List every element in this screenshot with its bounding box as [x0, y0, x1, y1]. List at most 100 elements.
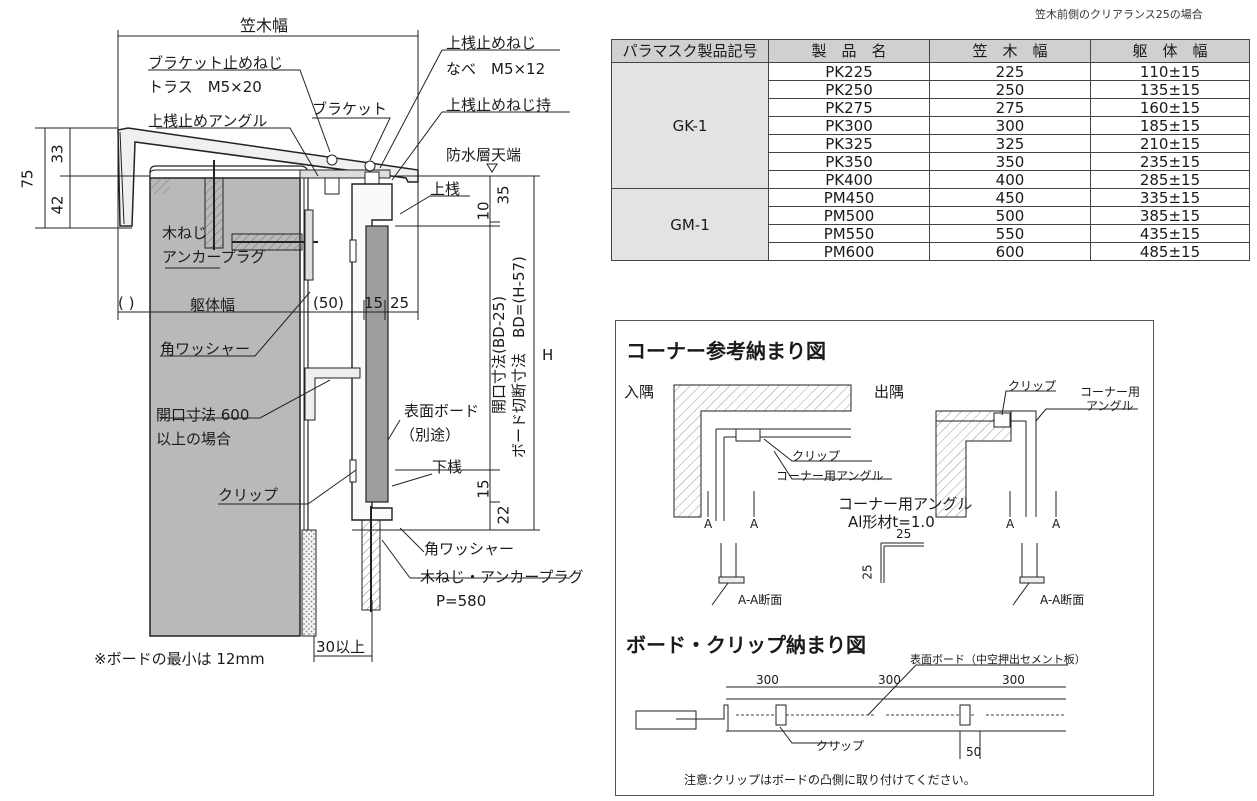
body-width-label: 躯体幅 [190, 296, 236, 314]
cell: 225 [929, 62, 1091, 81]
table-row: PK325 325 210±15 [612, 134, 1250, 153]
dim-10: 10 [474, 201, 493, 221]
table-row: PK400 400 285±15 [612, 170, 1250, 189]
surface-board-cement-label: 表面ボード（中空押出セメント板） [910, 653, 1086, 666]
dim-15-lower: 15 [474, 479, 493, 499]
th-body-width: 躯 体 幅 [1090, 39, 1250, 63]
dim-33: 33 [48, 144, 67, 164]
top-rail-screw-label: 上桟止めねじ [446, 34, 537, 52]
inside-corner-label: 入隅 [624, 383, 655, 401]
cell: 435±15 [1090, 224, 1250, 243]
lower-rail-label: 下桟 [432, 458, 463, 476]
dim-300-b: 300 [878, 673, 901, 687]
top-rail-angle-label: 上桟止めアングル [148, 112, 268, 130]
spec-table: パラマスク製品記号 製 品 名 笠 木 幅 躯 体 幅 GK-1 PK225 2… [611, 39, 1250, 261]
cell: 550 [929, 224, 1091, 243]
cell: 135±15 [1090, 80, 1250, 99]
opening-600-line2: 以上の場合 [156, 430, 232, 448]
cell: PK275 [768, 98, 930, 117]
dim-50-label: 50 [966, 745, 982, 759]
board-cut-dim-label: ボード切断寸法 BD=(H-57) [510, 256, 528, 458]
cell: 235±15 [1090, 152, 1250, 171]
surface-board-label: 表面ボード [404, 402, 480, 420]
anchor-plug-label: アンカープラグ [162, 248, 266, 266]
surface-board [365, 225, 389, 503]
section-drawing [35, 30, 570, 662]
cell: 500 [929, 206, 1091, 225]
corner-angle-label: コーナー用アングル [776, 469, 884, 483]
square-washer2-label: 角ワッシャー [424, 540, 515, 558]
cell: PK325 [768, 134, 930, 153]
angle-width-25: 25 [896, 527, 912, 541]
cell: 325 [929, 134, 1091, 153]
dim-50: (50) [313, 294, 344, 312]
nabe-spec-label: なべ M5×12 [446, 60, 546, 78]
cell: 485±15 [1090, 242, 1250, 261]
table-row: GM-1 PM450 450 335±15 [611, 188, 1250, 261]
th-kasagi-width: 笠 木 幅 [929, 39, 1091, 63]
dim-H: H [542, 346, 554, 364]
kasagi-width-label: 笠木幅 [240, 16, 289, 35]
board-clip-title: ボード・クリップ納まり図 [626, 633, 866, 657]
group-code: GK-1 [611, 62, 769, 189]
top-rail-screw-holder-label: 上桟止めねじ持 [446, 96, 552, 114]
outside-corner-label: 出隅 [874, 383, 905, 401]
waterproof-top-label: 防水層天端 [446, 146, 522, 164]
board-clip-label: クリップ [816, 739, 865, 753]
cell: PM450 [768, 188, 930, 207]
cell: 450 [929, 188, 1091, 207]
corner-clip-right-label: クリップ [1008, 379, 1057, 393]
cell: PK225 [768, 62, 930, 81]
min-board-note: ※ボードの最小は 12mm [94, 650, 265, 668]
separate-label: （別途） [400, 426, 461, 444]
bracket-screw-label: ブラケット止めねじ [148, 54, 284, 72]
truss-spec-label: トラス M5×20 [148, 78, 262, 96]
clip-label: クリップ [218, 486, 279, 504]
cell: 350 [929, 152, 1091, 171]
th-product-name: 製 品 名 [768, 39, 930, 63]
cell: PM600 [768, 242, 930, 261]
cell: 110±15 [1090, 62, 1250, 81]
table-row: PK350 350 235±15 [612, 152, 1250, 171]
table-row: PK250 250 135±15 [612, 80, 1250, 99]
top-rail-label: 上桟 [430, 180, 461, 198]
coping-cap [117, 127, 419, 227]
cell: PK250 [768, 80, 930, 99]
dim-30-label: 30以上 [316, 638, 366, 656]
corner-angle-right-2: アングル [1086, 399, 1134, 413]
wood-screw-anchor-label: 木ねじ・アンカープラグ [420, 568, 584, 586]
table-header-row: パラマスク製品記号 製 品 名 笠 木 幅 躯 体 幅 [611, 39, 1250, 63]
cell: 210±15 [1090, 134, 1250, 153]
corner-clip-label: クリップ [792, 449, 841, 463]
dim-25: 25 [390, 294, 410, 312]
cell: 160±15 [1090, 98, 1250, 117]
pitch-label: P=580 [436, 592, 487, 610]
angle-height-25: 25 [860, 564, 875, 580]
cell: PM550 [768, 224, 930, 243]
bracket-plate [299, 169, 391, 179]
dim-35: 35 [494, 185, 513, 205]
table-row: GK-1 PK225 225 110±15 [611, 62, 1250, 189]
dim-22: 22 [494, 505, 513, 525]
cell: 600 [929, 242, 1091, 261]
th-product-code: パラマスク製品記号 [611, 39, 769, 63]
clip-note: 注意:クリップはボードの凸側に取り付けてください。 [684, 773, 976, 787]
opening-600-line1: 開口寸法 600 [156, 406, 250, 424]
angle-spec-line1: コーナー用アングル [838, 495, 973, 513]
dim-300-a: 300 [756, 673, 779, 687]
concrete-wall [149, 177, 301, 637]
aa-section-label: A-A断面 [738, 593, 783, 607]
aa-section-label-right: A-A断面 [1040, 593, 1085, 607]
a-marker: A [1052, 517, 1061, 531]
group-code: GM-1 [611, 188, 769, 261]
a-marker: A [704, 517, 713, 531]
dim-42: 42 [48, 195, 67, 215]
cell: 335±15 [1090, 188, 1250, 207]
cell: PK350 [768, 152, 930, 171]
cell: 250 [929, 80, 1091, 99]
a-marker: A [750, 517, 759, 531]
corner-angle-right-1: コーナー用 [1080, 385, 1141, 399]
cell: 400 [929, 170, 1091, 189]
square-washer-label: 角ワッシャー [160, 340, 251, 358]
dim-15: 15 [364, 294, 384, 312]
